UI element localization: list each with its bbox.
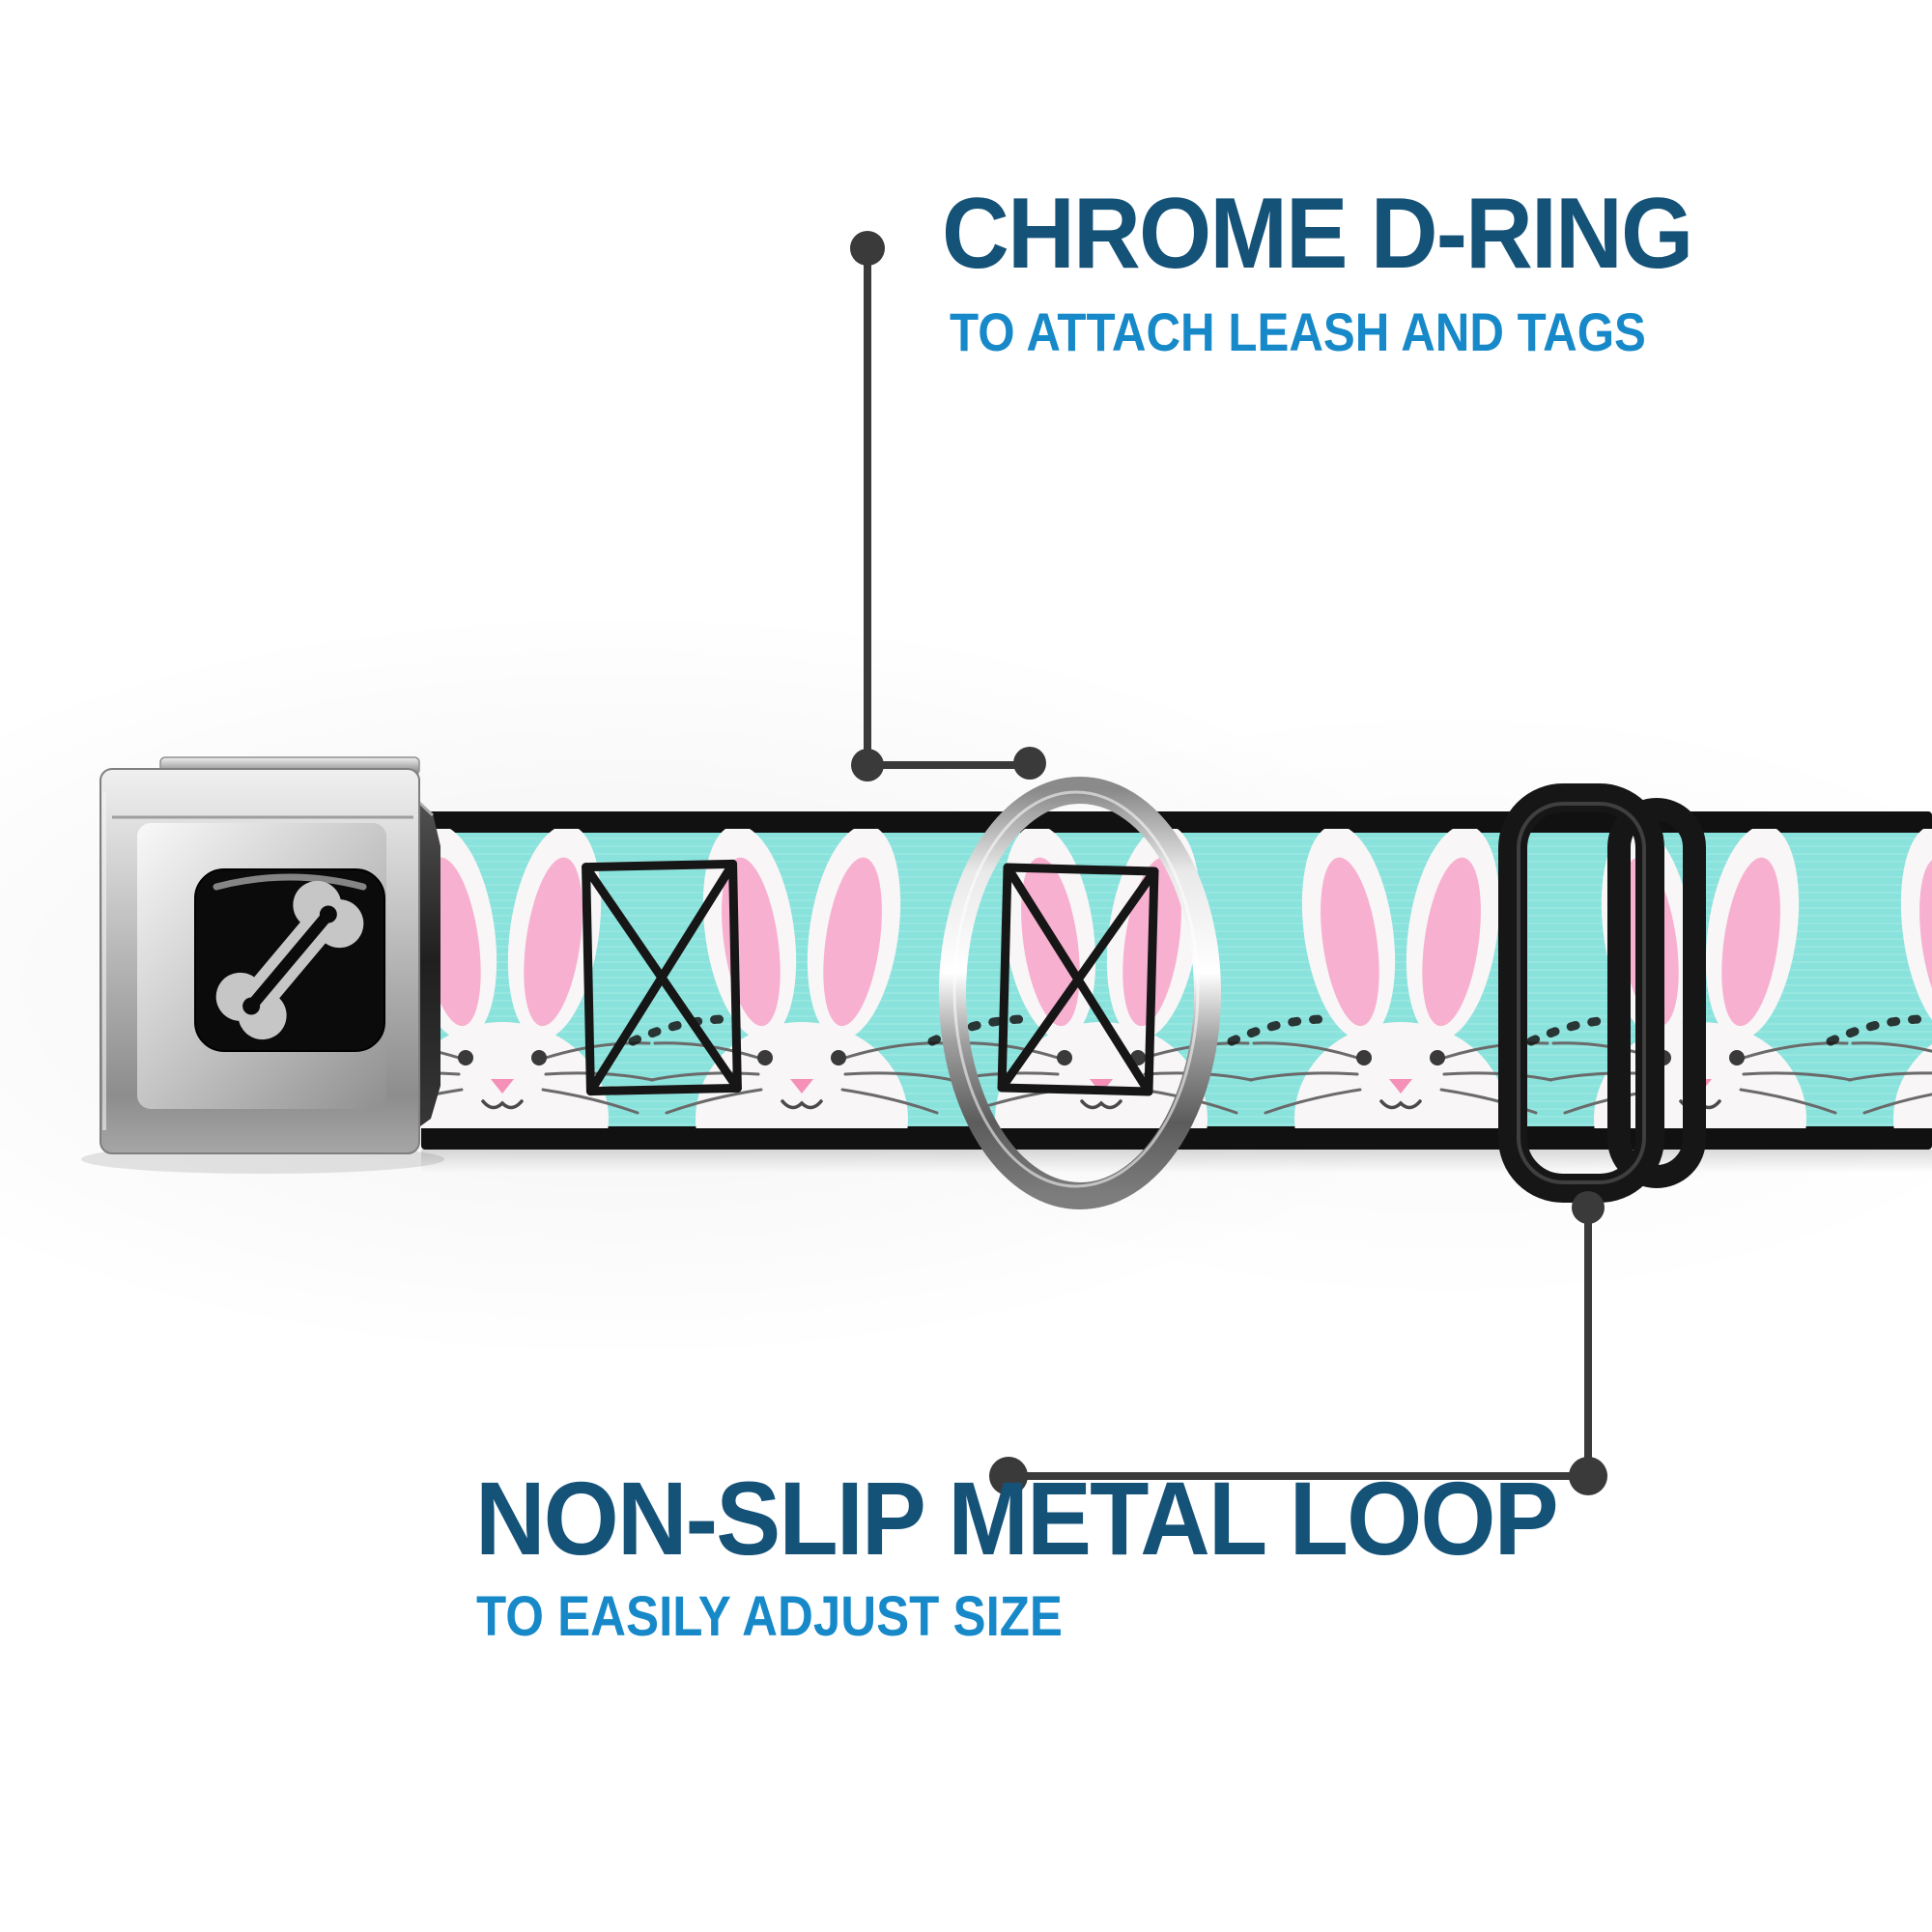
stitch-box-right (997, 863, 1159, 1096)
chrome-d-ring (939, 777, 1221, 1209)
strap-shadow (421, 1150, 1932, 1173)
d-ring-title: CHROME D-RING (942, 178, 1693, 290)
callout-dot (989, 1457, 1028, 1495)
callout-line-vertical (864, 253, 871, 765)
seatbelt-buckle (99, 756, 440, 1154)
d-ring-subtitle: TO ATTACH LEASH AND TAGS (950, 301, 1646, 362)
metal-loop-title: NON-SLIP METAL LOOP (475, 1460, 1559, 1577)
metal-loop-subtitle: TO EASILY ADJUST SIZE (476, 1585, 1063, 1648)
callout-line-horizontal (1009, 1472, 1588, 1480)
callout-line-horizontal (867, 761, 1032, 769)
dog-bone-icon (215, 880, 364, 1040)
metal-loop-slider (1498, 783, 1706, 1203)
stitch-box-left (582, 859, 742, 1096)
callout-line-vertical (1584, 1212, 1592, 1476)
callout-dot (1013, 747, 1046, 780)
